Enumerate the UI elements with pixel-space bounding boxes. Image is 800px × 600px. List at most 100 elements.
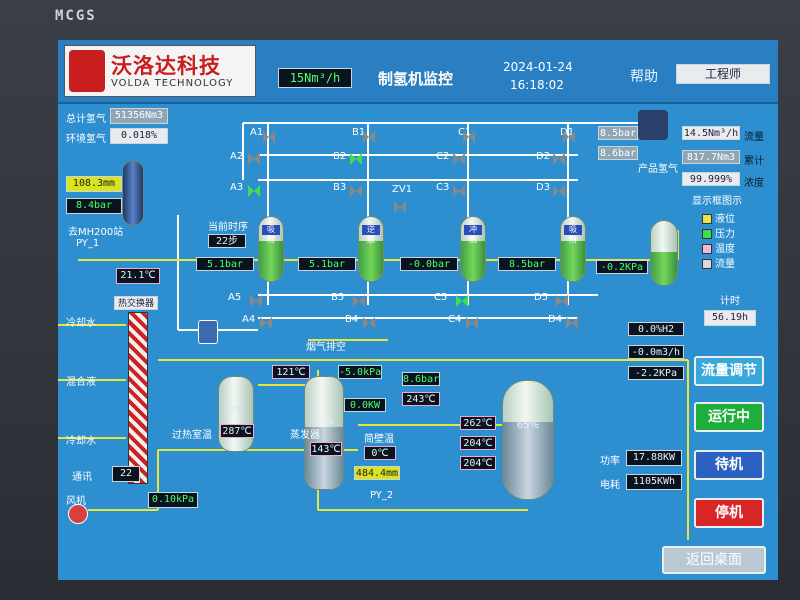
energy-label: 电耗: [600, 480, 620, 491]
valve-label-b5: B5: [331, 292, 345, 303]
timer-label: 计时: [720, 296, 740, 307]
h2-concentration-value: 0.0%H2: [628, 322, 684, 336]
evaporator-tank: 55%: [304, 376, 344, 490]
evaporator-level-value: 484.4mm: [354, 466, 400, 480]
purity-label: 浓度: [744, 178, 764, 189]
running-button[interactable]: 运行中: [694, 402, 764, 432]
valve-a4-icon[interactable]: [260, 314, 272, 329]
valve-c5-icon[interactable]: [456, 292, 468, 307]
stop-button[interactable]: 停机: [694, 498, 764, 528]
valve-label-b1: B1: [352, 127, 366, 138]
total-h2-value: 51356Nm3: [110, 108, 168, 124]
temp-value: 21.1℃: [116, 268, 160, 284]
valve-label-d4: D4: [548, 314, 563, 325]
valve-label-c2: C2: [436, 151, 450, 162]
valve-label-d2: D2: [536, 151, 551, 162]
valve-b5-icon[interactable]: [353, 292, 365, 307]
device-brand: MCGS: [55, 8, 97, 24]
valve-zv1-icon[interactable]: [394, 198, 406, 213]
valve-label-c5: C5: [434, 292, 448, 303]
product-h2-label: 产品氢气: [638, 164, 678, 175]
tank-c-pressure: -0.0bar: [400, 257, 458, 271]
flow-rate-display: 15Nm³/h: [278, 68, 352, 88]
valve-label-zv1: ZV1: [392, 184, 413, 195]
timer-value: 56.19h: [704, 310, 756, 326]
buffer-tank: [122, 160, 144, 226]
py1-label: PY_1: [76, 238, 100, 249]
back-to-desktop-button[interactable]: 返回桌面: [662, 546, 766, 574]
help-link[interactable]: 帮助: [630, 69, 658, 85]
valve-d2-icon[interactable]: [553, 150, 565, 165]
adsorption-tank-c: 冲洗: [460, 216, 486, 282]
valve-c1-icon[interactable]: [463, 128, 475, 143]
separator-vessel: [198, 320, 218, 344]
valve-a1-icon[interactable]: [263, 128, 275, 143]
large-tank-temp1: 262℃: [460, 416, 496, 430]
valve-label-c1: C1: [458, 127, 472, 138]
valve-label-a4: A4: [242, 314, 256, 325]
adsorption-tank-b: 逆放: [358, 216, 384, 282]
flow2-value: -0.0m3/h: [628, 345, 684, 359]
fan-label: 风机: [66, 496, 86, 507]
py2-label: PY_2: [370, 490, 394, 501]
tank-d-pressure: 8.5bar: [498, 257, 556, 271]
fan-pressure-value: 0.10kPa: [148, 492, 198, 508]
valve-d3-icon[interactable]: [553, 182, 565, 197]
heat-exchanger-label: 热交换器: [114, 296, 158, 310]
flame-logo-icon: [69, 50, 105, 92]
valve-b4-icon[interactable]: [363, 314, 375, 329]
to-station-label: 去MH200站: [68, 227, 124, 238]
valve-a5-icon[interactable]: [250, 292, 262, 307]
cooling-water-label-1: 冷却水: [66, 318, 96, 329]
purity-value: 99.999%: [682, 172, 740, 186]
energy-value: 1105KWh: [626, 474, 682, 490]
legend-item-level: 液位: [702, 210, 772, 225]
valve-label-a3: A3: [230, 182, 244, 193]
valve-label-d3: D3: [536, 182, 551, 193]
level-value: 108.3mm: [66, 176, 122, 192]
mixed-liquid-label: 混合液: [66, 377, 96, 388]
legend-item-flow: 流量: [702, 255, 772, 270]
product-flow-value: 14.5Nm³/h: [682, 126, 740, 140]
heater-power-value: 0.0KW: [344, 398, 386, 412]
valve-b3-icon[interactable]: [350, 182, 362, 197]
d1b-pressure-value: 8.6bar: [598, 146, 638, 160]
valve-c4-icon[interactable]: [466, 314, 478, 329]
wall-temp-label: 简壁温: [364, 434, 394, 445]
legend: 显示框图示 液位 压力 温度 流量: [692, 192, 772, 278]
adsorption-tank-d: 吸附: [560, 216, 586, 282]
d1-pressure-value: 8.5bar: [598, 126, 638, 140]
env-h2-value: 0.018%: [110, 128, 168, 144]
valve-label-b2: B2: [333, 151, 347, 162]
valve-a3-icon[interactable]: [248, 182, 260, 197]
wall-temp-value: 0℃: [364, 446, 396, 460]
valve-c3-icon[interactable]: [453, 182, 465, 197]
steam-temp-value: 243℃: [402, 392, 440, 406]
heat-exchanger: [128, 312, 148, 484]
large-tank-temp2: 204℃: [460, 436, 496, 450]
standby-button[interactable]: 待机: [694, 450, 764, 480]
valve-label-b3: B3: [333, 182, 347, 193]
valve-c2-icon[interactable]: [453, 150, 465, 165]
flow-adjust-button[interactable]: 流量调节: [694, 356, 764, 386]
valve-d4-icon[interactable]: [566, 314, 578, 329]
valve-label-c4: C4: [448, 314, 462, 325]
product-tank: [650, 220, 678, 286]
valve-b2-icon[interactable]: [350, 150, 362, 165]
fan-icon[interactable]: [68, 504, 88, 524]
comm-label: 通讯: [72, 472, 92, 483]
valve-a2-icon[interactable]: [248, 150, 260, 165]
valve-d5-icon[interactable]: [556, 292, 568, 307]
valve-label-a2: A2: [230, 151, 244, 162]
valve-b1-icon[interactable]: [363, 128, 375, 143]
adsorption-tank-a: 吸附: [258, 216, 284, 282]
pressure-value: 8.4bar: [66, 198, 122, 214]
time-label: 16:18:02: [510, 78, 564, 92]
total-h2-label: 总计氢气: [66, 114, 106, 125]
user-role-button[interactable]: 工程师: [676, 64, 770, 84]
total-label: 累计: [744, 156, 764, 167]
power-label: 功率: [600, 456, 620, 467]
valve-d1-icon[interactable]: [563, 128, 575, 143]
tank-b-pressure: 5.1bar: [298, 257, 356, 271]
current-step-value: 22步: [208, 234, 246, 248]
